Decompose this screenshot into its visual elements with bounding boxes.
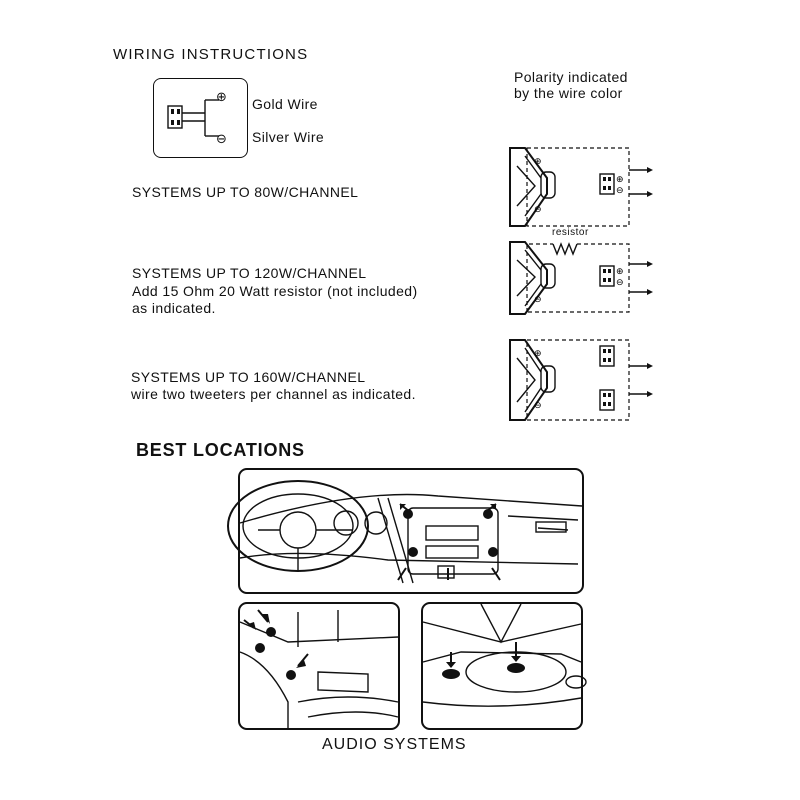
- best-locations-title: BEST LOCATIONS: [136, 440, 305, 460]
- svg-text:⊖: ⊖: [616, 186, 624, 196]
- dashboard-illustration: [227, 468, 584, 594]
- system-120w-heading: SYSTEMS UP TO 120W/CHANNEL: [132, 265, 367, 281]
- minus-terminal-icon: ⊖: [216, 131, 227, 146]
- silver-wire-label: Silver Wire: [252, 129, 325, 145]
- svg-text:⊖: ⊖: [616, 278, 624, 288]
- svg-text:⊖: ⊖: [534, 205, 542, 215]
- gold-wire-label: Gold Wire: [252, 96, 318, 112]
- polarity-note-line1: Polarity indicated: [514, 69, 628, 85]
- wire-legend-box: [153, 78, 248, 158]
- svg-text:⊕: ⊕: [616, 267, 624, 277]
- svg-text:⊕: ⊕: [534, 157, 542, 167]
- wiring-diagram-80w: ⊕ ⊖ ⊕ ⊖: [509, 147, 653, 227]
- system-160w-note-line1: wire two tweeters per channel as indicat…: [131, 386, 416, 402]
- wire-legend-diagram: [167, 99, 219, 137]
- svg-text:⊕: ⊕: [534, 349, 542, 359]
- svg-text:⊖: ⊖: [534, 401, 542, 411]
- rear-deck-illustration: [421, 602, 587, 730]
- wiring-diagram-160w: ⊕ ⊖: [509, 339, 653, 421]
- resistor-label: resistor: [552, 227, 589, 238]
- system-80w-heading: SYSTEMS UP TO 80W/CHANNEL: [132, 184, 359, 200]
- plus-terminal-icon: ⊕: [216, 89, 227, 104]
- door-illustration: [238, 602, 400, 730]
- wiring-instructions-title: WIRING INSTRUCTIONS: [113, 46, 309, 63]
- audio-systems-brand: AUDIO SYSTEMS: [322, 736, 467, 753]
- polarity-note-line2: by the wire color: [514, 85, 623, 101]
- wiring-diagram-120w: ⊖ ⊕ ⊖: [509, 241, 653, 315]
- svg-text:⊕: ⊕: [616, 175, 624, 185]
- svg-text:⊖: ⊖: [534, 295, 542, 305]
- system-160w-heading: SYSTEMS UP TO 160W/CHANNEL: [131, 369, 366, 385]
- system-120w-note-line1: Add 15 Ohm 20 Watt resistor (not include…: [132, 283, 418, 299]
- system-120w-note-line2: as indicated.: [132, 300, 216, 316]
